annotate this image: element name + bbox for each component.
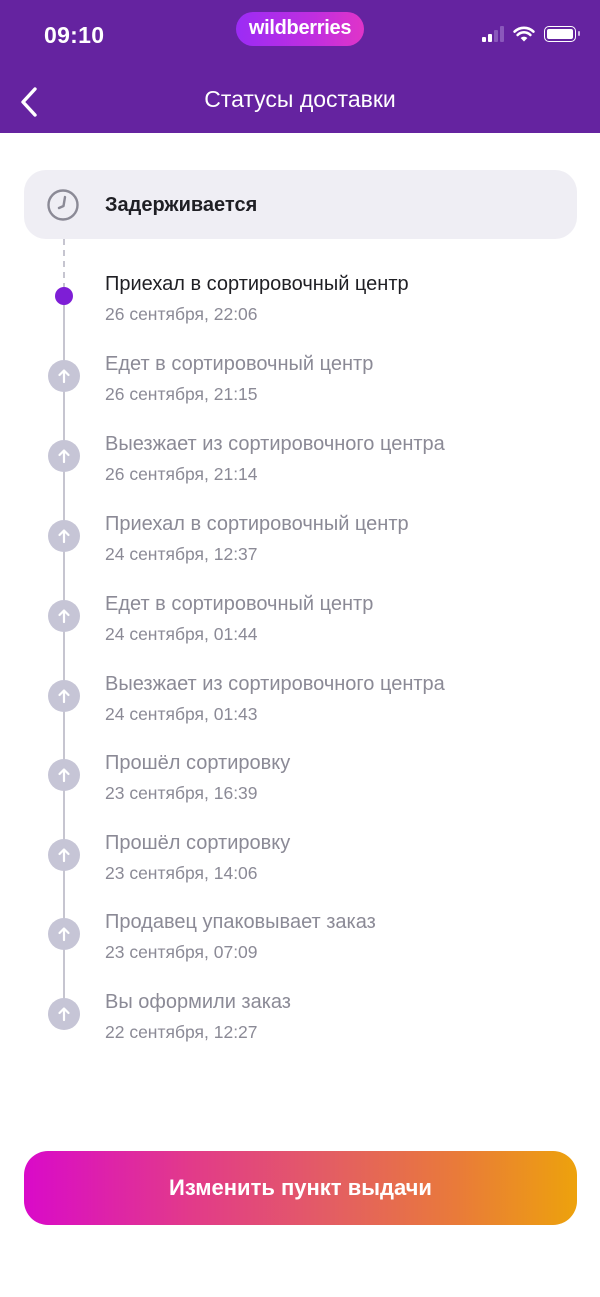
timeline-event: Едет в сортировочный центр 24 сентября, … bbox=[0, 591, 600, 651]
event-title: Выезжает из сортировочного центра bbox=[105, 673, 445, 695]
timeline-connector bbox=[63, 296, 65, 1013]
event-date: 26 сентября, 21:14 bbox=[105, 464, 258, 484]
active-status-dot-icon bbox=[55, 287, 73, 305]
app-header: 09:10 wildberries Статусы доставки bbox=[0, 0, 600, 133]
timeline-event: Приехал в сортировочный центр 26 сентябр… bbox=[0, 271, 600, 331]
timeline-event: Прошёл сортировку 23 сентября, 14:06 bbox=[0, 830, 600, 890]
arrow-up-icon bbox=[48, 680, 80, 712]
event-date: 22 сентября, 12:27 bbox=[105, 1022, 258, 1042]
battery-icon bbox=[544, 26, 580, 42]
arrow-up-icon bbox=[48, 360, 80, 392]
chevron-left-icon bbox=[21, 87, 37, 117]
back-button[interactable] bbox=[14, 84, 44, 120]
event-date: 23 сентября, 14:06 bbox=[105, 863, 258, 883]
status-bar-time: 09:10 bbox=[44, 22, 105, 48]
system-icons bbox=[482, 26, 580, 42]
current-status-card: Задерживается bbox=[24, 170, 577, 239]
arrow-up-icon bbox=[48, 918, 80, 950]
event-date: 24 сентября, 01:43 bbox=[105, 704, 258, 724]
timeline-event: Выезжает из сортировочного центра 24 сен… bbox=[0, 671, 600, 731]
clock-icon bbox=[47, 189, 79, 221]
event-date: 26 сентября, 22:06 bbox=[105, 304, 258, 324]
current-status-label: Задерживается bbox=[105, 194, 258, 216]
wifi-icon bbox=[513, 26, 535, 42]
event-title: Вы оформили заказ bbox=[105, 991, 291, 1013]
arrow-up-icon bbox=[48, 839, 80, 871]
page-title: Статусы доставки bbox=[204, 86, 396, 112]
arrow-up-icon bbox=[48, 759, 80, 791]
change-pickup-point-label: Изменить пункт выдачи bbox=[169, 1175, 432, 1200]
brand-logo: wildberries bbox=[236, 12, 364, 46]
cellular-signal-icon bbox=[482, 26, 504, 42]
event-date: 26 сентября, 21:15 bbox=[105, 384, 258, 404]
timeline-event: Вы оформили заказ 22 сентября, 12:27 bbox=[0, 989, 600, 1049]
arrow-up-icon bbox=[48, 998, 80, 1030]
arrow-up-icon bbox=[48, 440, 80, 472]
event-title: Продавец упаковывает заказ bbox=[105, 911, 376, 933]
change-pickup-point-button[interactable]: Изменить пункт выдачи bbox=[24, 1151, 577, 1225]
event-date: 23 сентября, 07:09 bbox=[105, 942, 258, 962]
event-date: 24 сентября, 12:37 bbox=[105, 544, 258, 564]
timeline-event: Приехал в сортировочный центр 24 сентябр… bbox=[0, 511, 600, 571]
event-title: Выезжает из сортировочного центра bbox=[105, 433, 445, 455]
arrow-up-icon bbox=[48, 600, 80, 632]
timeline-event: Выезжает из сортировочного центра 26 сен… bbox=[0, 431, 600, 491]
event-title: Едет в сортировочный центр bbox=[105, 593, 374, 615]
arrow-up-icon bbox=[48, 520, 80, 552]
timeline-event: Прошёл сортировку 23 сентября, 16:39 bbox=[0, 750, 600, 810]
event-title: Прошёл сортировку bbox=[105, 832, 291, 854]
event-title: Прошёл сортировку bbox=[105, 752, 291, 774]
event-date: 23 сентября, 16:39 bbox=[105, 783, 258, 803]
timeline-dashed-connector bbox=[63, 239, 65, 289]
timeline-event: Едет в сортировочный центр 26 сентября, … bbox=[0, 351, 600, 411]
event-title: Приехал в сортировочный центр bbox=[105, 273, 409, 295]
event-date: 24 сентября, 01:44 bbox=[105, 624, 258, 644]
timeline-event: Продавец упаковывает заказ 23 сентября, … bbox=[0, 909, 600, 969]
event-title: Приехал в сортировочный центр bbox=[105, 513, 409, 535]
event-title: Едет в сортировочный центр bbox=[105, 353, 374, 375]
